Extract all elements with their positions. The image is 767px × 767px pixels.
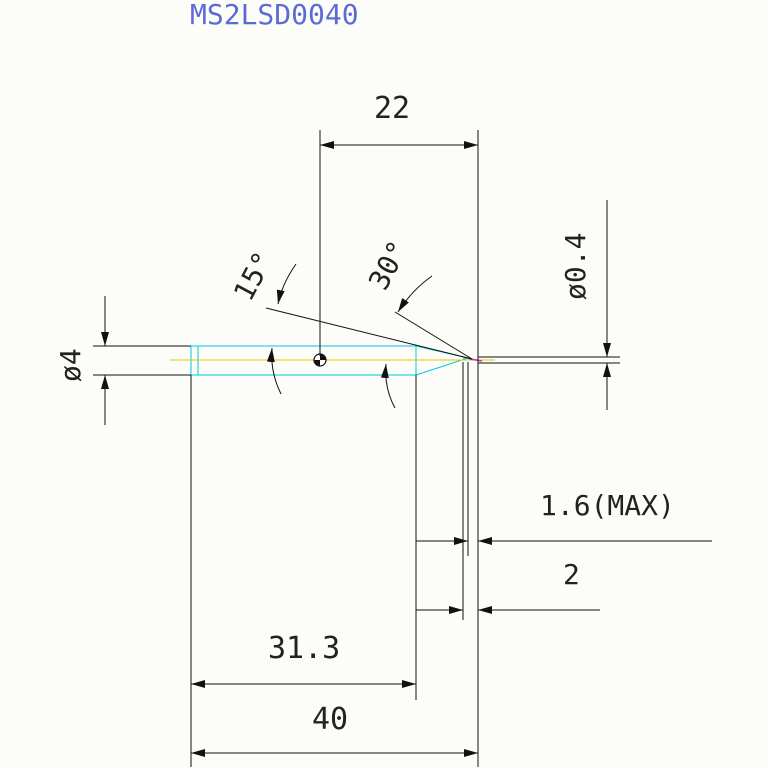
angle-30-arc-top — [397, 275, 433, 313]
dim-label-40: 40 — [312, 702, 348, 737]
angle-label-30: 30° — [362, 235, 415, 295]
angle-15-arc-top — [276, 263, 297, 305]
angle-15-arc-bottom — [266, 347, 282, 395]
dim-label-16max: 1.6(MAX) — [540, 489, 675, 522]
dim-label-2: 2 — [563, 558, 580, 591]
angle-30-ref-line — [394, 311, 473, 360]
part-number-title: MS2LSD0040 — [190, 0, 359, 31]
angle-label-15: 15° — [227, 246, 280, 306]
dim-label-313: 31.3 — [268, 631, 340, 666]
dim-label-dia04: ø0.4 — [559, 233, 592, 300]
tip-point — [469, 358, 483, 362]
dim-label-22: 22 — [374, 91, 410, 126]
angle-30-arc-bottom — [380, 363, 396, 409]
dim-label-dia4: ø4 — [54, 348, 87, 382]
angle-15-ref-line — [265, 307, 473, 360]
